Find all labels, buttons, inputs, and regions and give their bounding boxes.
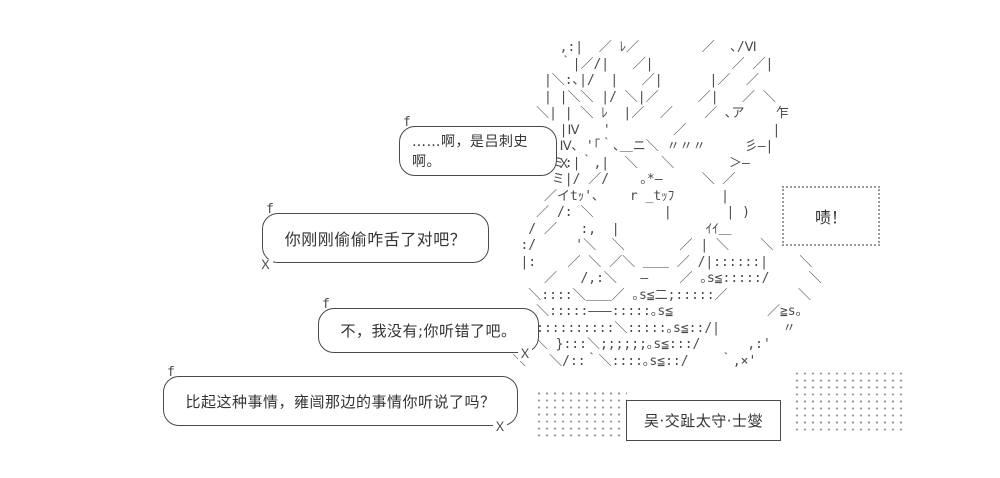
bubble-corner-deco: f <box>403 115 412 130</box>
speech-bubble-2: f 你刚刚偷偷咋舌了对吧？ Ｘ <box>259 203 489 272</box>
nameplate-text: 吴·交趾太守·士燮 <box>643 412 764 430</box>
speech-bubble-3-text: 不，我没有;你听错了吧。 <box>340 322 517 340</box>
dot-pattern-right <box>793 370 907 434</box>
speech-bubble-4-text: 比起这种事情，雍闿那边的事情你听说了吗？ <box>185 392 496 411</box>
sfx-bubble: 啧！ <box>782 186 880 246</box>
speech-bubble-1: f ……啊，是吕刺史啊。 Ｘ <box>399 116 571 176</box>
bubble-corner-deco: f <box>167 365 176 380</box>
nameplate: 吴·交趾太守·士燮 <box>626 400 781 441</box>
bubble-corner-deco: f <box>322 297 331 312</box>
dot-pattern-left <box>535 390 627 440</box>
bubble-corner-deco: f <box>266 202 275 217</box>
sfx-text: 啧！ <box>814 208 847 227</box>
speech-bubble-2-text: 你刚刚偷偷咋舌了对吧？ <box>284 230 467 249</box>
bubble-tail: Ｘ <box>518 347 532 362</box>
ascii-art-figure: ,:| ／ ﾚ／ ／ ､/Ⅵ ｀|／/| ／| ／ ／| |＼:､|/ | ／|… <box>505 40 822 369</box>
speech-bubble-3: f 不，我没有;你听错了吧。 Ｘ <box>318 298 539 361</box>
bubble-tail: Ｘ <box>493 420 507 435</box>
speech-bubble-1-text: ……啊，是吕刺史啊。 <box>412 134 528 170</box>
bubble-tail: Ｘ <box>557 157 571 172</box>
bubble-tail: Ｘ <box>259 258 273 273</box>
speech-bubble-4: f 比起这种事情，雍闿那边的事情你听说了吗？ Ｘ <box>163 366 518 434</box>
